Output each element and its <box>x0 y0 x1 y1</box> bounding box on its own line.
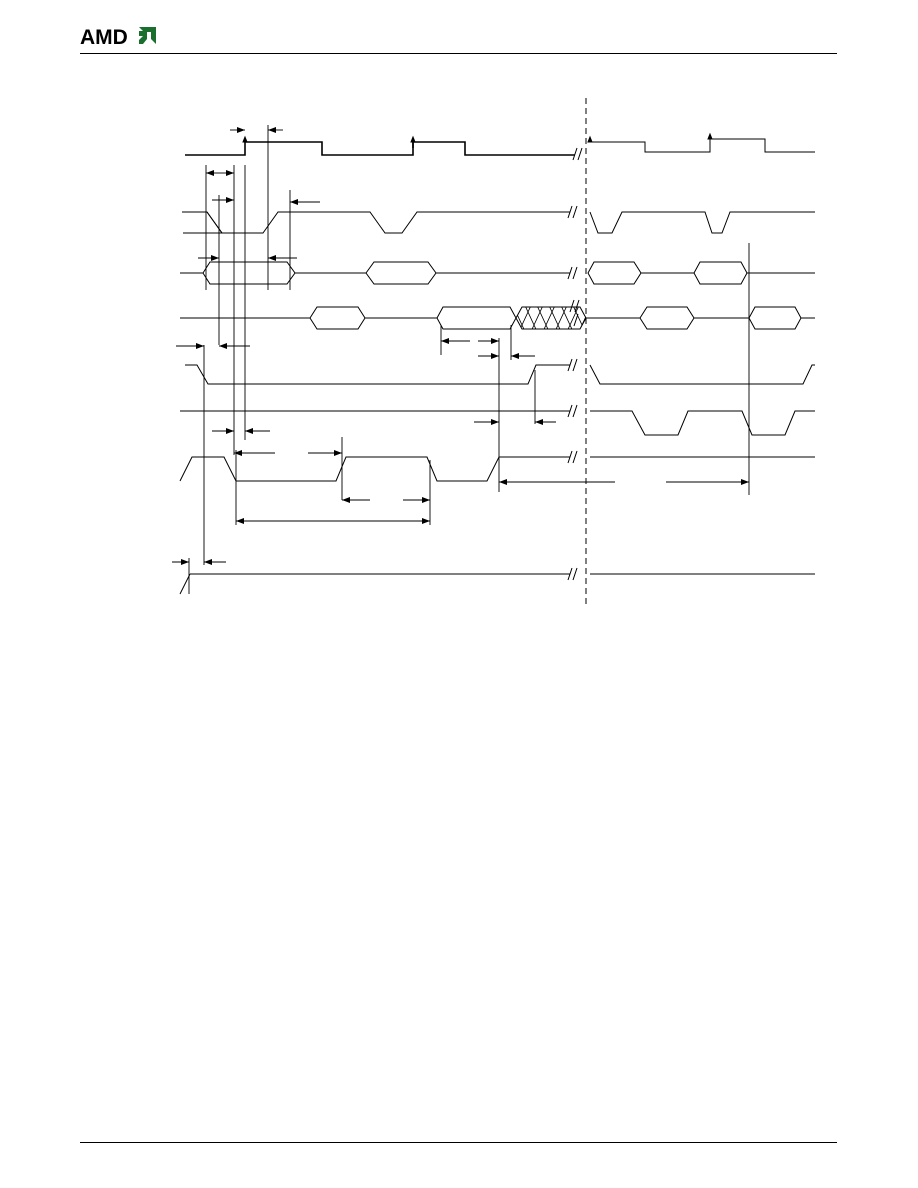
amd-logo-text: AMD <box>80 26 128 48</box>
timing-dimension-arrows <box>172 127 749 565</box>
amd-arrow-mark-icon <box>139 27 156 44</box>
signal-trace-5 <box>185 365 815 384</box>
signal-trace-6 <box>180 411 815 435</box>
header-rule <box>80 53 837 54</box>
signal-trace-4-data-bus <box>180 307 815 329</box>
time-break-marks <box>568 148 582 580</box>
footer-rule <box>80 1142 837 1143</box>
timing-reference-lines <box>189 125 749 594</box>
signal-trace-2 <box>182 212 815 233</box>
amd-logo: AMD <box>80 26 156 48</box>
signal-trace-8 <box>180 574 815 594</box>
signal-trace-clock <box>185 134 815 155</box>
signal-trace-3-bus <box>180 262 815 284</box>
signal-trace-7 <box>180 457 815 481</box>
